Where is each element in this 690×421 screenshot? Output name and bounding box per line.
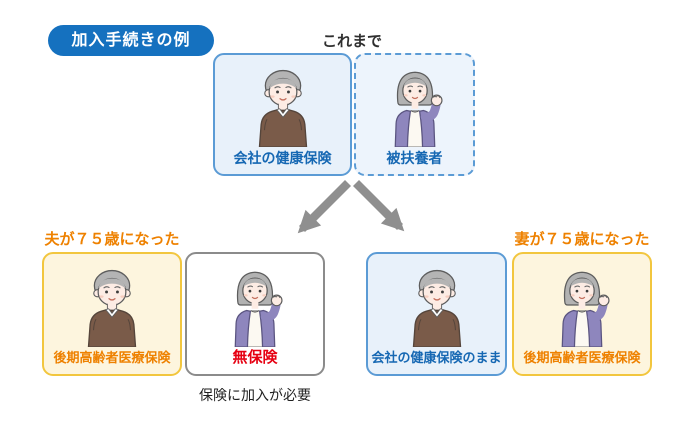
top-wife-box-label: 被扶養者 xyxy=(386,150,443,166)
left-husband-box: 後期高齢者医療保険 xyxy=(42,252,182,376)
elderly-woman-illustration xyxy=(207,263,303,347)
enrollment-required-note: 保険に加入が必要 xyxy=(199,387,311,403)
left-branch-arrow xyxy=(297,179,352,234)
elderly-woman-illustration xyxy=(534,263,630,347)
right-husband-box: 会社の健康保険のまま xyxy=(366,252,507,376)
right-branch-arrow xyxy=(352,179,405,232)
right-husband-box-label: 会社の健康保険のまま xyxy=(371,350,502,365)
elderly-woman-illustration xyxy=(367,63,463,147)
left-wife-box-label: 無保険 xyxy=(232,349,278,366)
title-badge: 加入手続きの例 xyxy=(48,25,214,56)
elderly-man-illustration xyxy=(412,269,461,347)
top-husband-box-label: 会社の健康保険 xyxy=(233,150,332,166)
left-wife-box: 無保険 xyxy=(185,252,325,376)
left-husband-box-label: 後期高齢者医療保険 xyxy=(53,350,171,365)
right-wife-box: 後期高齢者医療保険 xyxy=(512,252,652,376)
wife-turned-75-heading: 妻が７５歳になった xyxy=(514,231,650,248)
husband-turned-75-heading: 夫が７５歳になった xyxy=(44,231,180,248)
split-arrow-down-left-and-right xyxy=(297,179,405,234)
top-husband-box: 会社の健康保険 xyxy=(213,53,352,176)
elderly-man-illustration xyxy=(87,269,137,347)
right-wife-box-label: 後期高齢者医療保険 xyxy=(523,350,641,365)
top-wife-box: 被扶養者 xyxy=(354,53,475,176)
current-state-heading: これまで xyxy=(321,33,383,50)
elderly-man-illustration xyxy=(258,69,307,147)
